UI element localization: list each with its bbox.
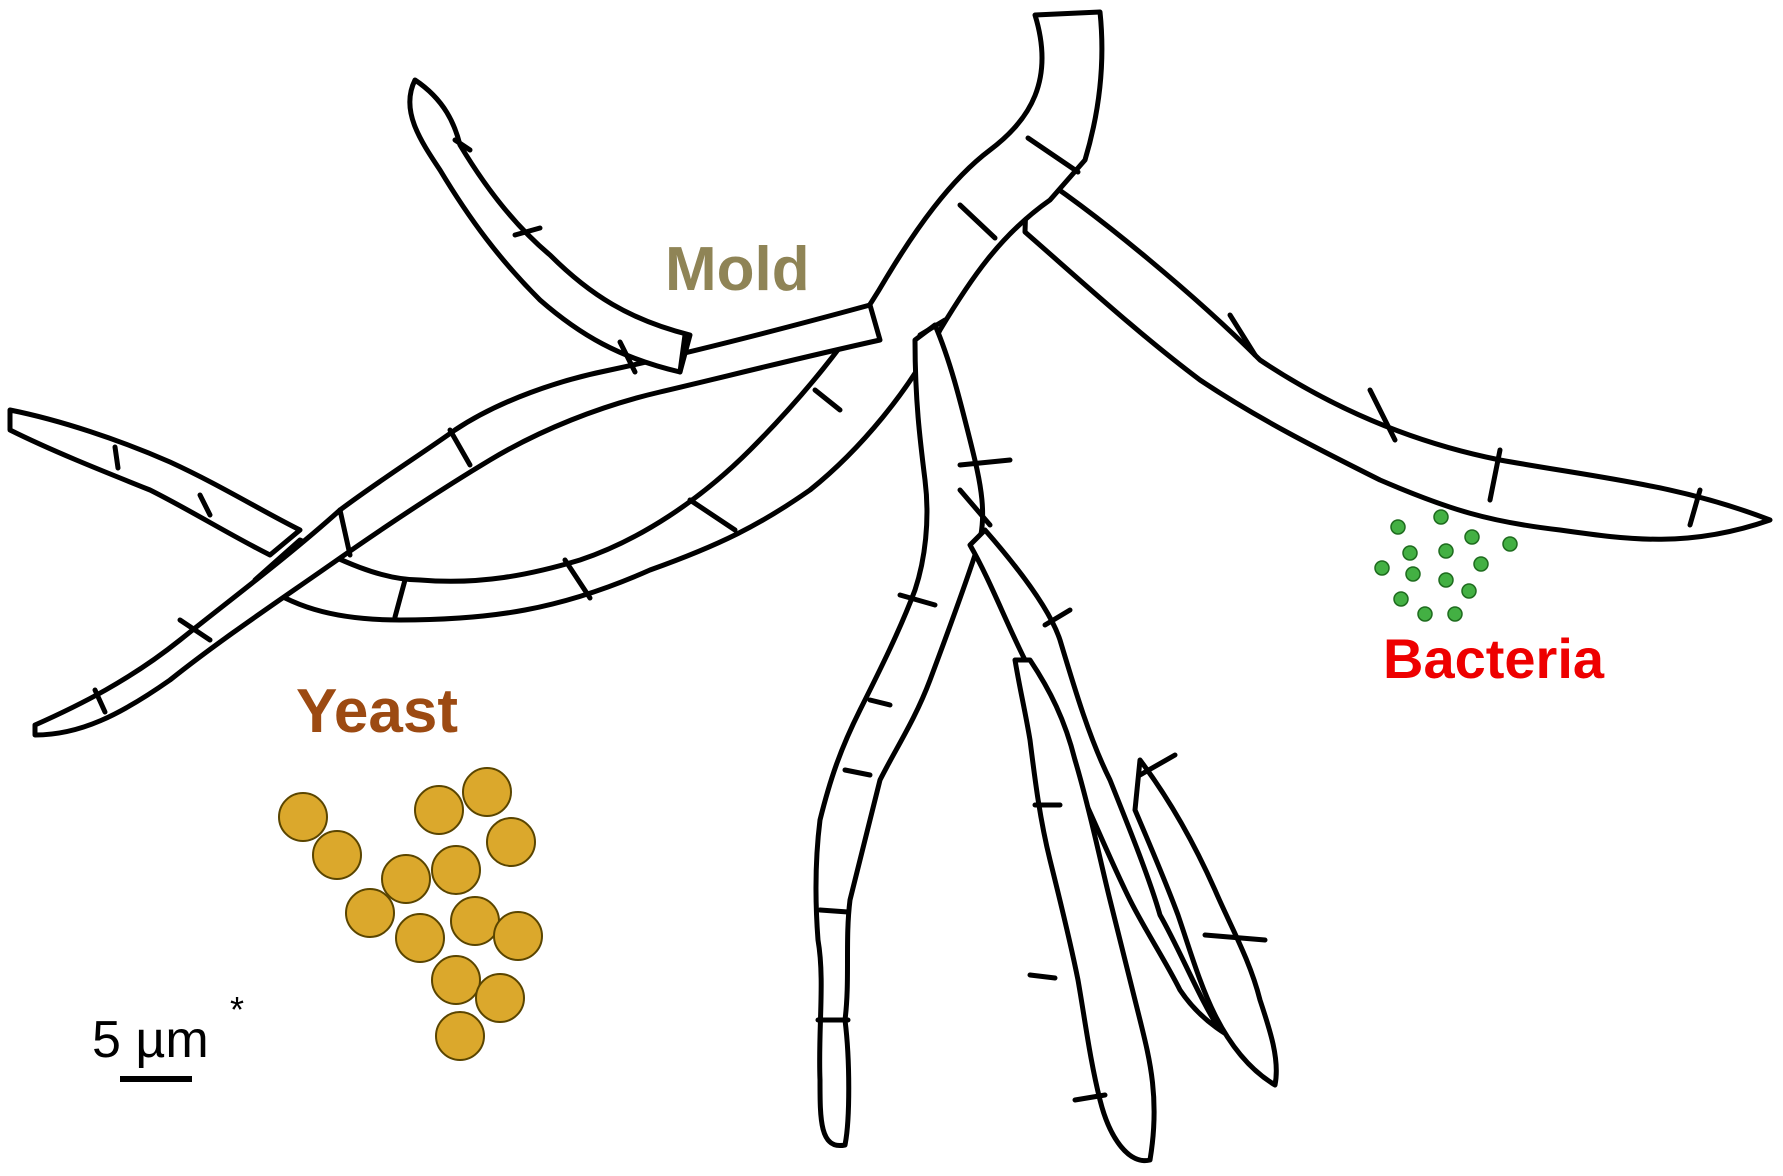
bacterium	[1391, 520, 1405, 534]
yeast-cell	[415, 786, 463, 834]
yeast-cluster	[279, 768, 542, 1060]
yeast-cell	[396, 914, 444, 962]
yeast-cell	[279, 793, 327, 841]
yeast-cell	[346, 889, 394, 937]
yeast-cell	[463, 768, 511, 816]
bacterium	[1465, 530, 1479, 544]
bacterium	[1474, 557, 1488, 571]
yeast-cell	[476, 974, 524, 1022]
hypha-branch-upper-left	[410, 80, 690, 372]
yeast-cell	[451, 897, 499, 945]
yeast-cell	[494, 912, 542, 960]
bacteria-cluster	[1375, 510, 1517, 621]
yeast-cell	[432, 956, 480, 1004]
mold-label: Mold	[665, 235, 810, 304]
bacterium	[1403, 546, 1417, 560]
scale-bar-asterisk: *	[230, 989, 244, 1030]
bacterium	[1462, 584, 1476, 598]
bacterium	[1406, 567, 1420, 581]
mold-hyphae	[10, 12, 1770, 1161]
bacteria-label: Bacteria	[1383, 627, 1605, 690]
yeast-cell	[487, 818, 535, 866]
bacterium	[1439, 573, 1453, 587]
hypha-branch-left-lower	[10, 410, 300, 555]
bacterium	[1503, 537, 1517, 551]
scale-bar-value: 5 µm	[92, 1011, 209, 1069]
scale-bar: 5 µm *	[92, 989, 244, 1079]
yeast-cell	[432, 846, 480, 894]
yeast-cell	[382, 855, 430, 903]
bacterium	[1448, 607, 1462, 621]
yeast-cell	[436, 1012, 484, 1060]
hypha-branch-right	[1025, 168, 1770, 539]
bacterium	[1375, 561, 1389, 575]
bacterium	[1439, 544, 1453, 558]
yeast-cell	[313, 831, 361, 879]
yeast-label: Yeast	[296, 677, 458, 746]
bacterium	[1434, 510, 1448, 524]
bacterium	[1418, 607, 1432, 621]
bacterium	[1394, 592, 1408, 606]
